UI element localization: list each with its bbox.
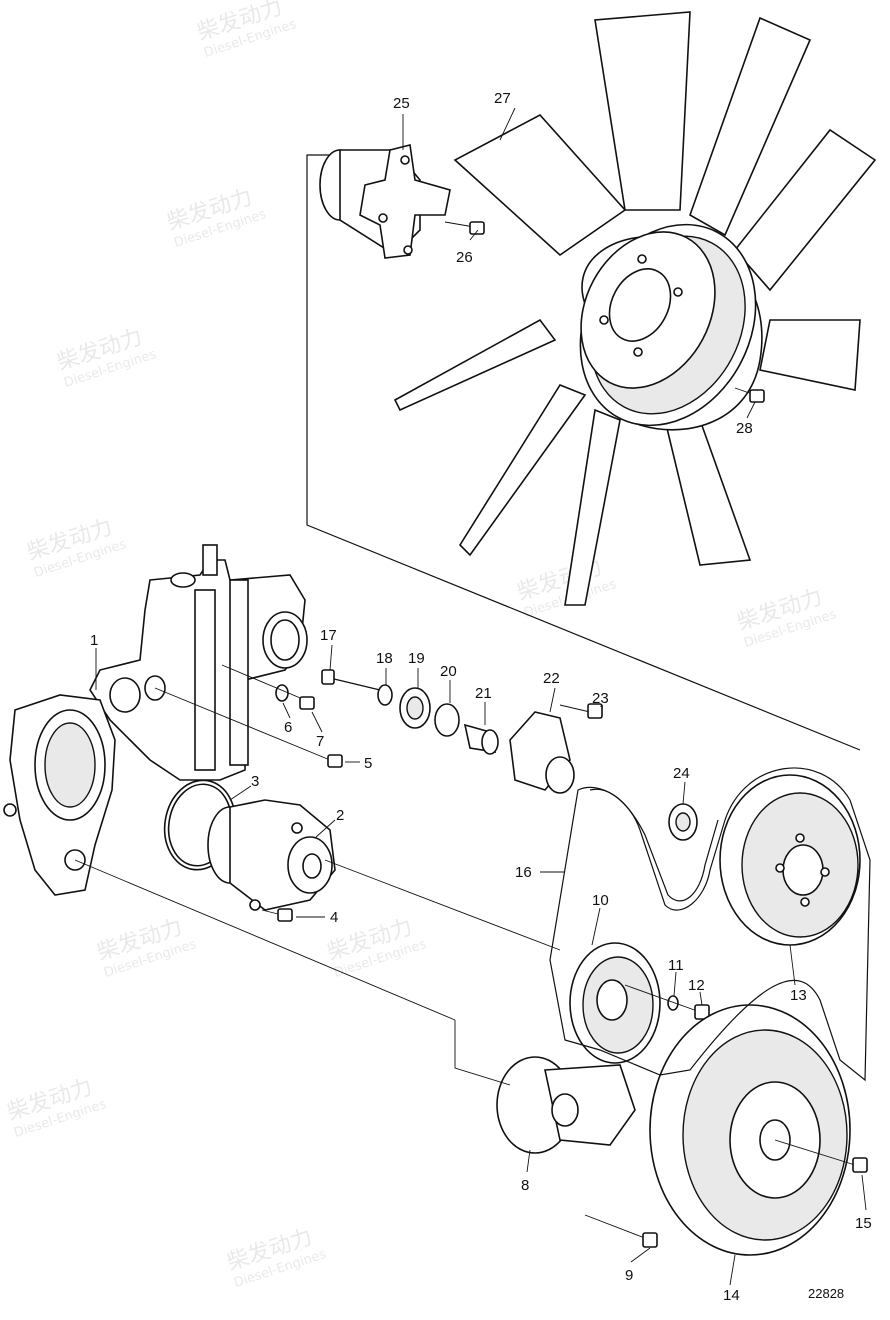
callout-15: 15 [855,1215,872,1232]
watermark: 柴发动力 Diesel-Engines [54,325,158,391]
callout-11: 11 [668,957,684,974]
pulley-screw [774,1139,868,1173]
screw-7 [221,664,315,710]
pulley-13 [719,774,861,946]
callout-25: 25 [393,95,410,112]
shaft-21 [463,723,499,755]
watermark: 柴发动力 Diesel-Engines [4,1075,108,1141]
callout-18: 18 [376,650,393,667]
watermark: 柴发动力 Diesel-Engines [194,0,298,61]
callout-20: 20 [440,663,457,680]
callout-14: 14 [723,1287,740,1304]
watermark: 柴发动力 Diesel-Engines [324,915,428,981]
bearing-19 [399,687,431,729]
watermark: 柴发动力 Diesel-Engines [24,515,128,581]
callout-12: 12 [688,977,705,994]
callout-8: 8 [521,1177,529,1194]
watermark: 柴发动力 Diesel-Engines [224,1225,328,1291]
callout-21: 21 [475,685,492,702]
thermostat-housing [3,544,308,896]
idler-bracket [509,711,575,794]
callout-19: 19 [408,650,425,667]
fan-coupling [319,144,485,259]
callout-9: 9 [625,1267,633,1284]
pump-screw [261,908,293,922]
callout-4: 4 [330,909,338,926]
pulley-10 [569,942,661,1064]
crankshaft-pulley [649,1004,851,1256]
callout-17: 17 [320,627,337,644]
callout-3: 3 [251,773,259,790]
washer-11 [667,995,679,1011]
leader-lines [74,107,867,1286]
watermark: 柴发动力 Diesel-Engines [164,185,268,251]
callout-24: 24 [673,765,690,782]
belt-tensioner [496,1056,636,1154]
callout-22: 22 [543,670,560,687]
washer-6 [275,684,289,702]
callout-6: 6 [284,719,292,736]
coolant-pump [207,799,336,911]
circlip-20 [434,703,460,737]
callout-2: 2 [336,807,344,824]
watermark: 柴发动力 Diesel-Engines [734,585,838,651]
callout-5: 5 [364,755,372,772]
spacer-18 [377,684,393,706]
callout-1: 1 [90,632,98,649]
reference-number: 22828 [808,1286,844,1301]
poly-v-belt [549,767,871,1082]
bracket-screw [559,703,603,719]
watermark: 柴发动力 Diesel-Engines [94,915,198,981]
callout-28: 28 [736,420,753,437]
watermark: 柴发动力 Diesel-Engines [514,555,618,621]
callout-27: 27 [494,90,511,107]
callout-26: 26 [456,249,473,266]
callout-10: 10 [592,892,609,909]
fan [393,11,877,606]
shaft-bolt [321,669,381,691]
idler-bearing [668,803,698,841]
housing-screw-5 [154,687,343,768]
callout-7: 7 [316,733,324,750]
callout-labels: 1 2 3 4 5 6 7 8 9 10 11 12 13 14 15 16 1… [90,90,872,1304]
callout-23: 23 [592,690,609,707]
fan-screw [734,387,765,403]
callout-13: 13 [790,987,807,1004]
callout-16: 16 [515,864,532,881]
assembly-frame [306,154,861,751]
tensioner-screw [584,1214,658,1248]
